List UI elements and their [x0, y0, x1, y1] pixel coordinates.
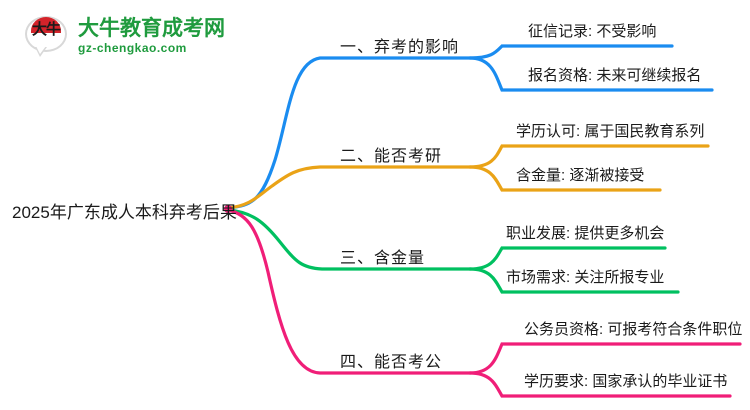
leaf-label-1-1: 征信记录: 不受影响 — [528, 23, 657, 40]
root-node-dot — [224, 205, 232, 213]
branch-label-2: 二、能否考研 — [340, 148, 443, 165]
logo-title: 大牛教育成考网 — [78, 16, 225, 40]
branch-label-4: 四、能否考公 — [340, 354, 443, 371]
connector-branch-4-to-leaf-1 — [468, 342, 742, 375]
speech-bubble-tail-inner — [36, 46, 46, 54]
leaf-label-2-2: 含金量: 逐渐被接受 — [516, 167, 645, 184]
logo-red-arc — [31, 17, 61, 33]
site-logo: 大牛 大牛教育成考网 gz-chengkao.com — [24, 12, 225, 60]
leaf-label-4-2: 学历要求: 国家承认的毕业证书 — [524, 373, 728, 390]
branch-label-3: 三、含金量 — [340, 250, 426, 267]
connector-root-to-branch-4 — [226, 208, 472, 375]
connector-branch-4-to-leaf-2 — [468, 371, 732, 398]
connector-root-to-branch-3 — [226, 208, 472, 271]
logo-mark-icon: 大牛 — [24, 14, 70, 58]
connector-branch-3-to-leaf-2 — [468, 267, 680, 294]
connector-branch-2-to-leaf-2 — [468, 165, 662, 192]
branch-label-1: 一、弃考的影响 — [340, 39, 460, 56]
logo-subtitle-url: gz-chengkao.com — [78, 40, 187, 55]
leaf-label-1-2: 报名资格: 未来可继续报名 — [528, 67, 702, 84]
mindmap-root-label: 2025年广东成人本科弃考后果 — [12, 203, 237, 222]
connector-branch-1-to-leaf-2 — [468, 56, 714, 92]
leaf-label-2-1: 学历认可: 属于国民教育系列 — [516, 123, 705, 140]
connector-root-to-branch-2 — [226, 165, 472, 210]
logo-mark-text: 大牛 — [31, 21, 61, 38]
leaf-label-3-1: 职业发展: 提供更多机会 — [506, 225, 665, 242]
connector-branch-1-to-leaf-1 — [468, 44, 674, 60]
connector-root-to-branch-1 — [226, 56, 472, 210]
leaf-label-4-1: 公务员资格: 可报考符合条件职位 — [524, 321, 743, 338]
leaf-label-3-2: 市场需求: 关注所报专业 — [506, 269, 665, 286]
logo-wordmark: 大牛教育成考网 gz-chengkao.com — [78, 17, 225, 56]
